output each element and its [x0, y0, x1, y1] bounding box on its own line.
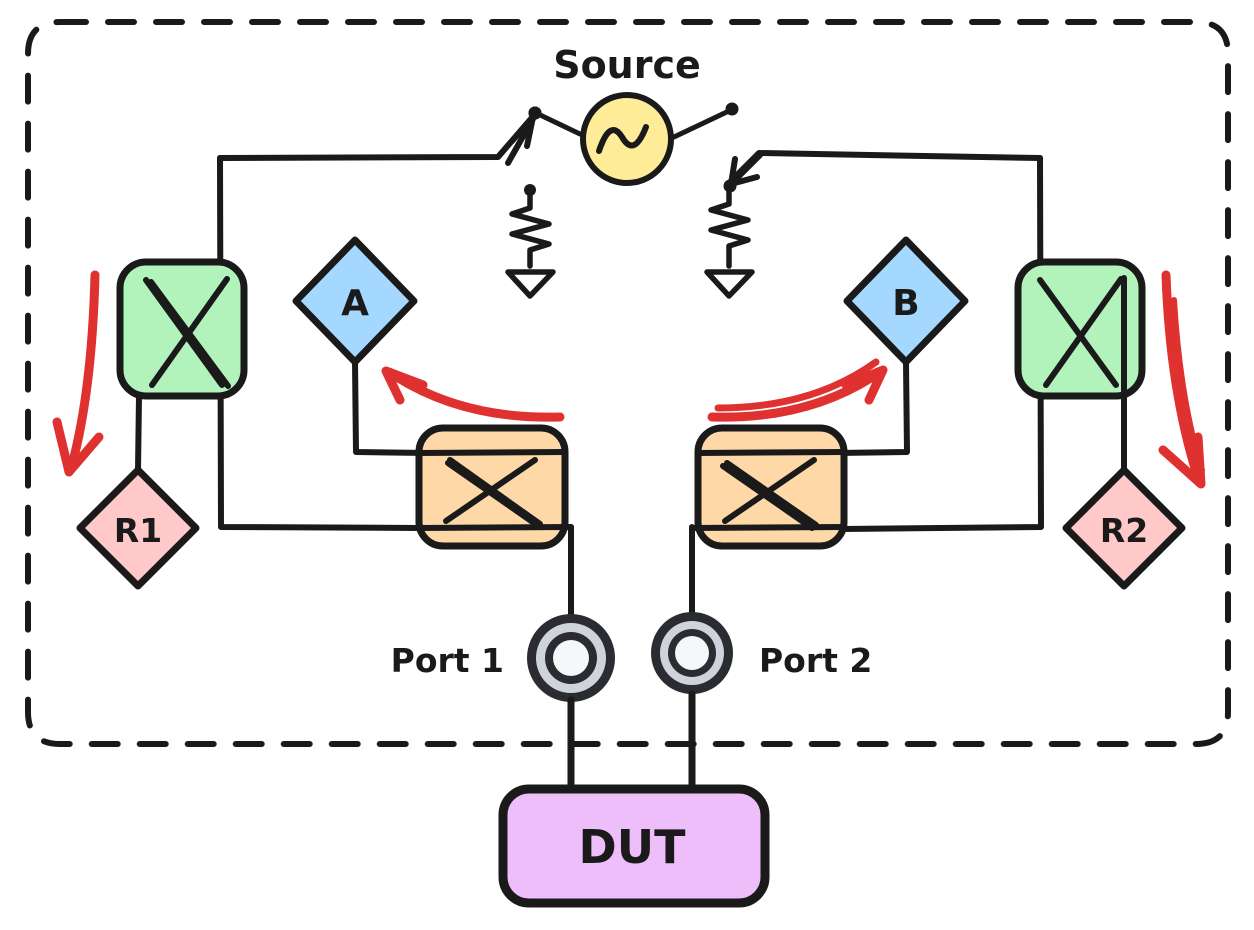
coupler-r2: [1014, 258, 1146, 473]
bus-left: [217, 155, 423, 531]
bus-right: [840, 155, 1044, 532]
receiver-a-lead: [352, 359, 431, 456]
arrow-to-b: [707, 358, 888, 422]
arrow-r2-down: [1158, 270, 1206, 489]
bus-right-vertical: [840, 155, 1044, 532]
port-2: Port 2: [651, 612, 872, 794]
receiver-b-body: [843, 236, 969, 366]
port-1-center: [553, 640, 589, 676]
coupler-port1: [415, 424, 574, 630]
dut: DUT: [498, 784, 770, 908]
receiver-r1-body: [76, 466, 200, 590]
receiver-a: A: [292, 236, 431, 456]
receiver-a-label: A: [341, 283, 369, 324]
termination-right: [704, 189, 755, 299]
switch-right-arm: [728, 152, 763, 187]
resistor-right-icon: [708, 189, 751, 269]
termination-left: [505, 184, 556, 299]
source-left-lead: [533, 110, 583, 137]
arrow-to-b-head: [841, 365, 888, 405]
source-group: Source: [528, 43, 739, 186]
resistor-left-icon: [509, 193, 552, 269]
port-1-label: Port 1: [391, 641, 504, 680]
switch-left-bus: [217, 110, 539, 161]
switch-left-pivot-dot: [528, 106, 542, 120]
source-label: Source: [553, 43, 701, 87]
coupler-port2-top-line: [695, 449, 847, 456]
source-right-lead: [671, 107, 734, 140]
source-right-terminal-dot: [725, 102, 739, 116]
sine-wave-icon: [596, 124, 649, 154]
receiver-a-body: [292, 236, 418, 366]
coupler-port1-cross: [443, 457, 543, 528]
coupler-port1-top-line: [416, 449, 568, 456]
coupler-port2-bottom-line: [689, 524, 847, 531]
switch-right-bus: [728, 150, 1043, 184]
termination-left-terminal-dot: [524, 184, 536, 196]
arrow-r1-down-head: [52, 417, 104, 477]
receiver-r1: R1: [76, 466, 200, 590]
receiver-r2-body: [1062, 466, 1186, 590]
coupler-port2-cross: [720, 457, 819, 531]
instrument-enclosure: [25, 19, 1231, 747]
receiver-b: B: [833, 236, 969, 456]
coupler-r2-cross: [1037, 275, 1127, 399]
switch-right-pivot-dot: [723, 179, 737, 193]
signal-flow-arrows: [52, 270, 1206, 489]
coupler-r1-cross: [143, 276, 231, 389]
arrow-to-a-head: [381, 366, 428, 405]
coupler-port1-bottom-line: [416, 524, 574, 531]
receiver-r2-label: R2: [1100, 511, 1148, 550]
arrow-r1-down: [52, 270, 104, 477]
port-2-label: Port 2: [759, 641, 872, 680]
arrow-r2-down-head: [1158, 432, 1206, 489]
source-body: [580, 92, 674, 186]
receiver-r1-label: R1: [114, 511, 162, 550]
port-1: Port 1: [391, 614, 615, 794]
receiver-r2: R2: [1062, 466, 1186, 590]
coupler-r1: [116, 258, 248, 473]
bus-left-vertical: [217, 155, 423, 531]
switch-left[interactable]: [217, 106, 542, 166]
arrow-to-a: [381, 366, 565, 422]
arrow-r2-down-shaft: [1161, 270, 1203, 483]
switch-left-arrowhead: [509, 114, 536, 149]
arrow-to-b-shaft-2: [714, 358, 880, 412]
arrow-r1-down-shaft: [67, 270, 100, 470]
switch-right[interactable]: [723, 150, 1043, 193]
dut-body: [498, 784, 770, 908]
dut-label: DUT: [579, 820, 687, 874]
port-2-center: [675, 636, 709, 670]
coupler-r1-to-r1-lead: [135, 393, 142, 473]
receiver-b-label: B: [892, 283, 919, 324]
coupler-port2: [689, 424, 848, 630]
ground-left-icon: [505, 269, 556, 299]
ground-right-icon: [704, 269, 755, 299]
receiver-b-lead: [833, 359, 910, 456]
